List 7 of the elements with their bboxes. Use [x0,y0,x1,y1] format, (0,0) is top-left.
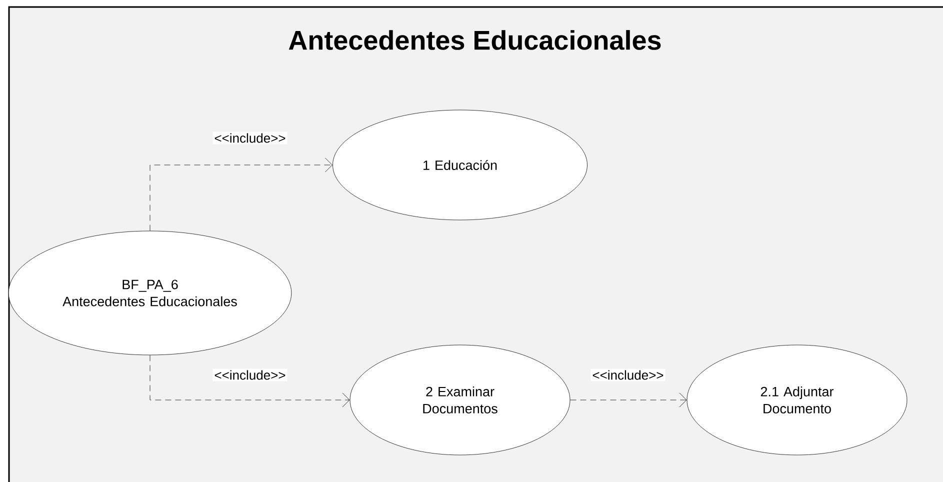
include-arrow [150,354,350,408]
edge-label: <<include>> [212,368,288,382]
edge-label: <<include>> [212,132,288,144]
edge-label: <<include>> [590,368,666,382]
include-arrow [150,158,332,231]
include-arrow [570,392,687,408]
title: Antecedentes Educacionales [288,30,661,50]
